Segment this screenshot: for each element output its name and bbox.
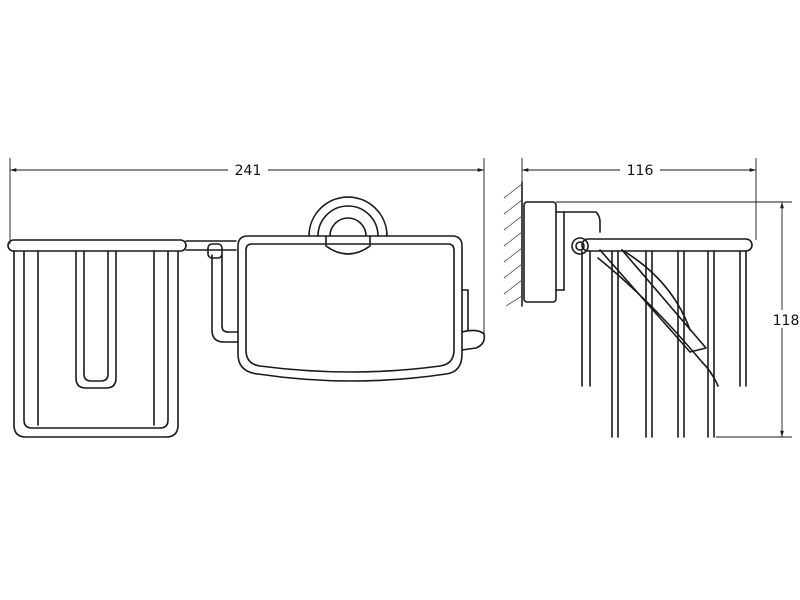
dimension-label-118: 118 [773,313,800,329]
front-view: 241 [7,158,486,438]
holder-cover [237,235,469,382]
wall-hatch [503,181,523,307]
dimension-label-116: 116 [627,163,654,179]
dimension-label-241: 241 [235,163,262,179]
side-cover [597,249,719,387]
top-rail [7,239,237,252]
dimension-side-depth: 116 [521,158,757,240]
wire-basket [13,250,179,438]
wall-mount [308,196,388,255]
paper-flap [461,329,486,351]
roll-rod [207,243,239,343]
dimension-side-height: 118 [556,201,800,438]
side-view: 116 118 [503,158,800,438]
dimension-front-width: 241 [9,158,485,336]
side-basket [581,238,753,438]
side-bracket [523,201,601,303]
